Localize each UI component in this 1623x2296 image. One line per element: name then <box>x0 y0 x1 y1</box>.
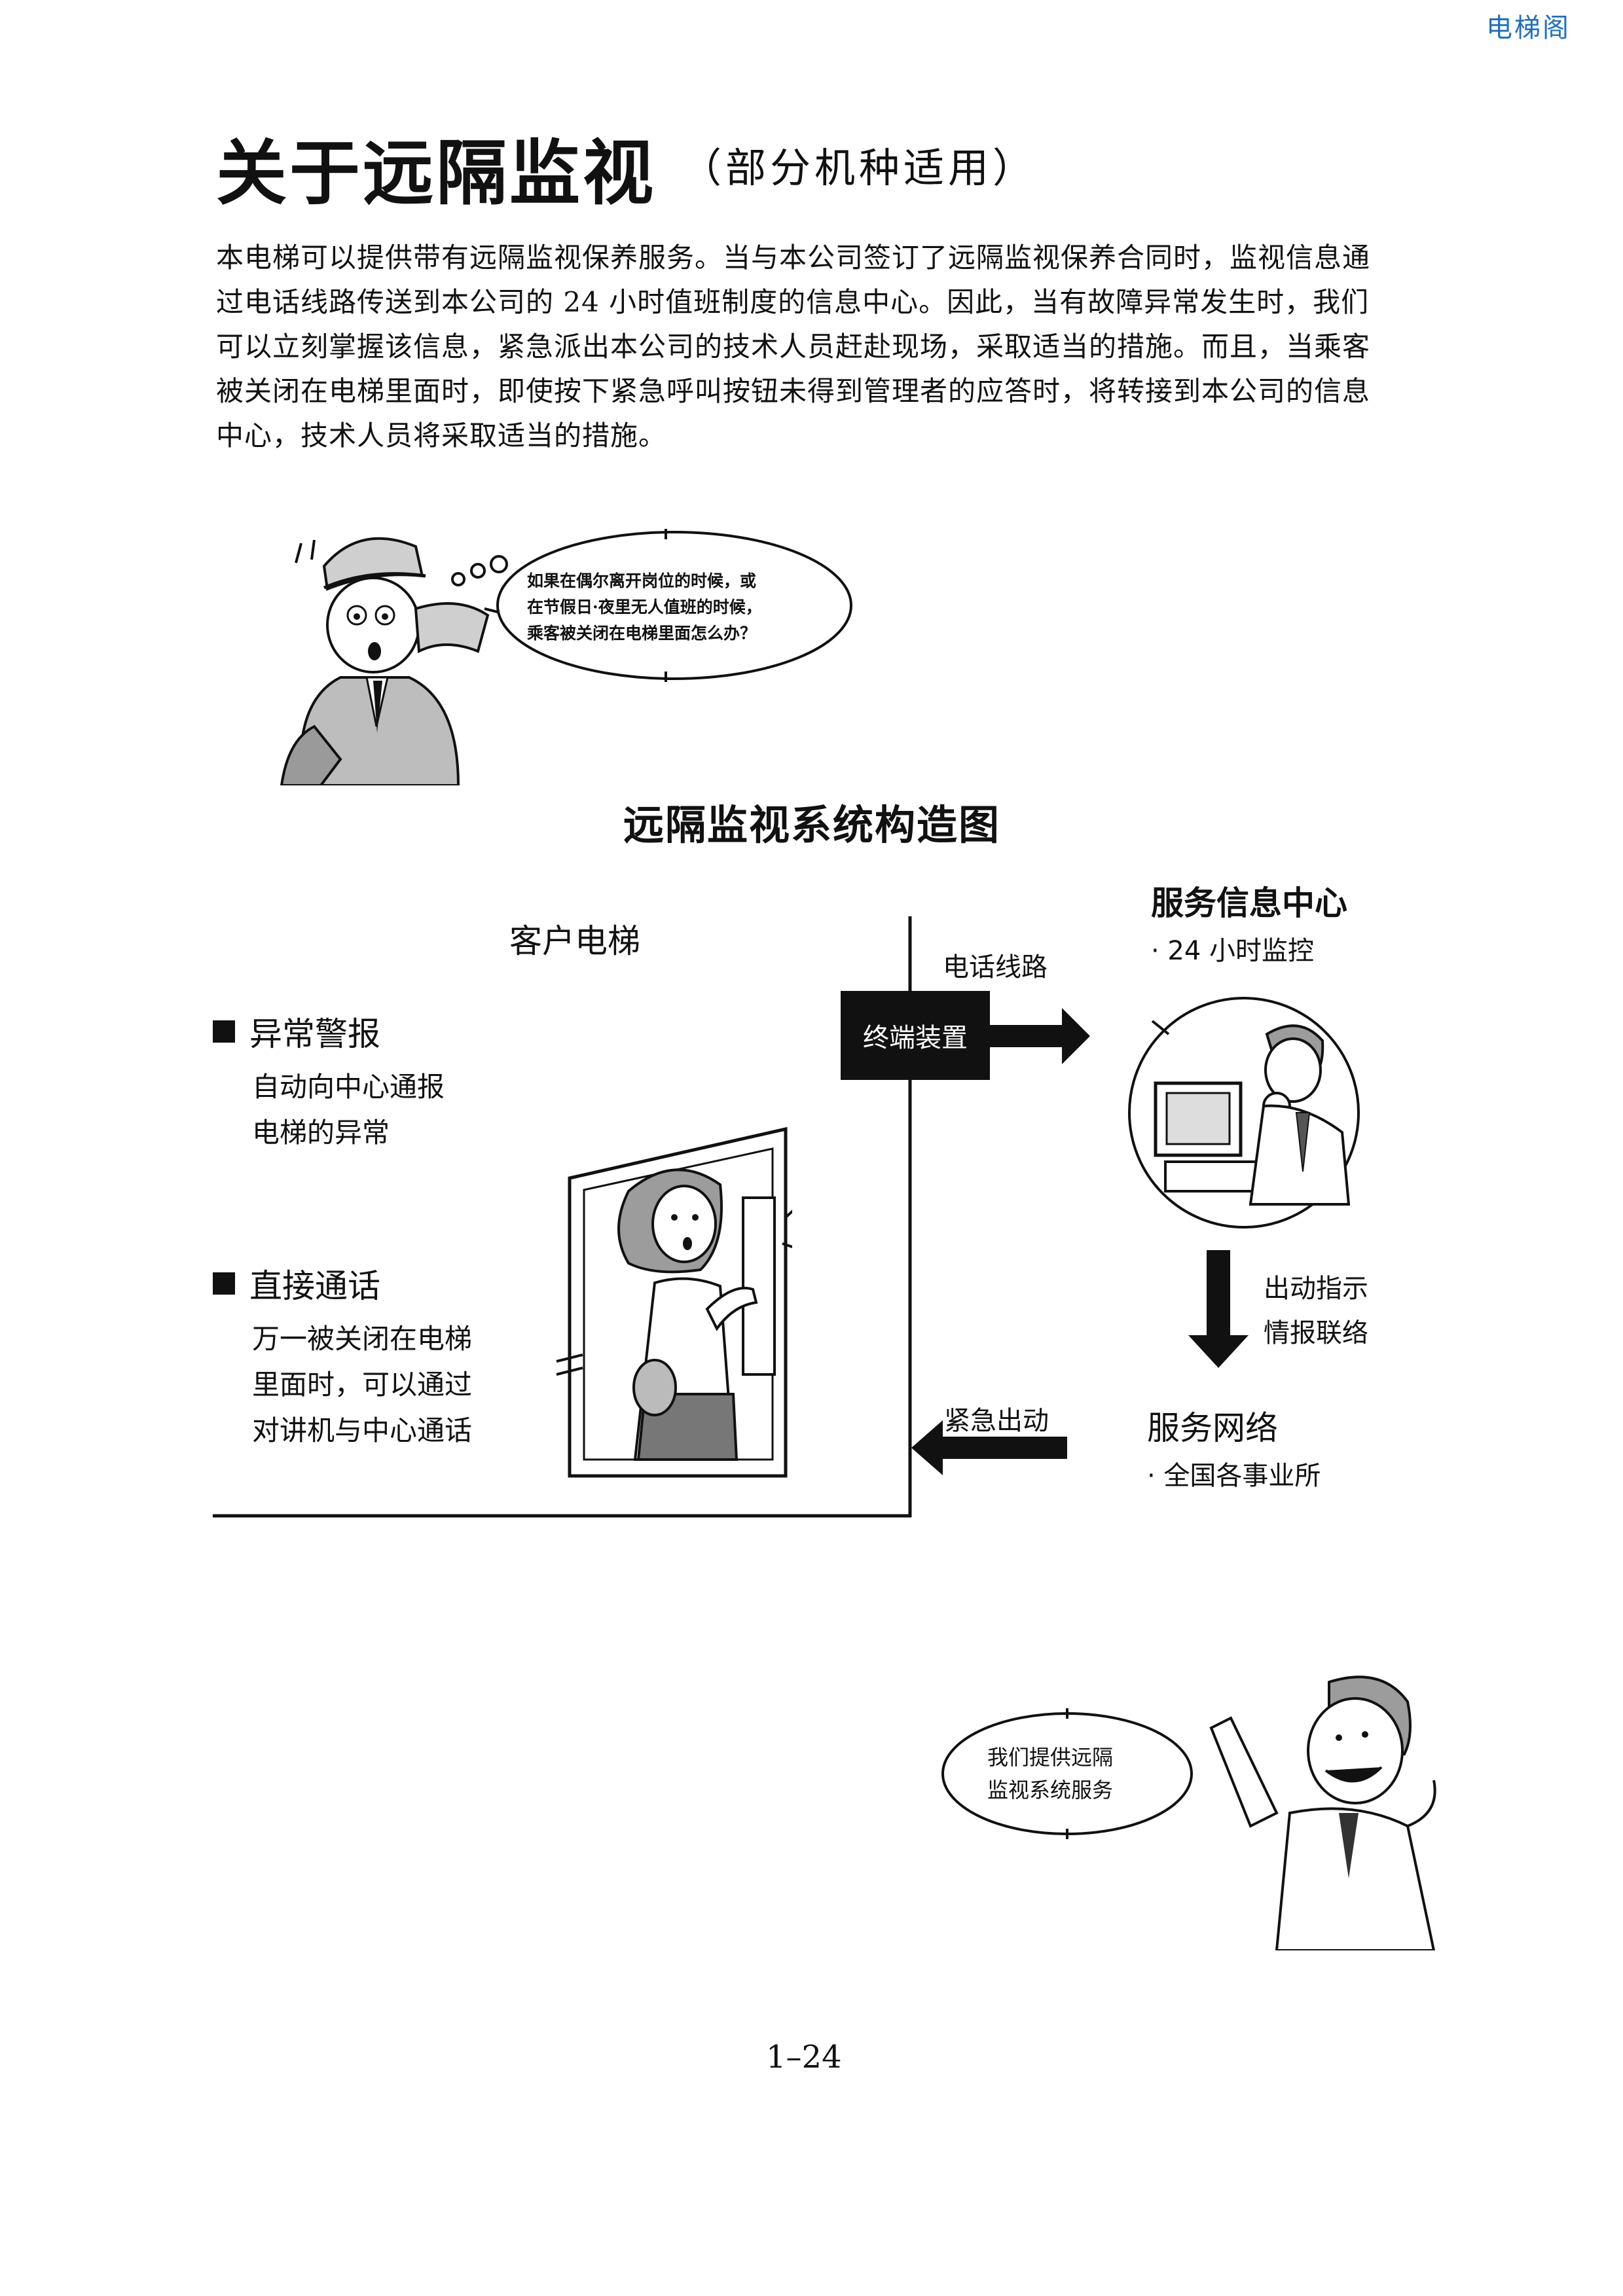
feature-line: 里面时，可以通过 <box>252 1369 473 1401</box>
diagram-title: 远隔监视系统构造图 <box>623 801 1001 849</box>
feature-direct-call: 直接通话 万一被关闭在电梯 里面时，可以通过 对讲机与中心通话 <box>213 1260 472 1454</box>
intro-line: 过电话线路传送到本公司的 24 小时值班制度的信息中心。因此，当有故障异常发生时… <box>216 286 1370 318</box>
arrow-down-icon <box>1207 1250 1230 1335</box>
bubble-line: 如果在偶尔离开岗位的时候，或 <box>527 571 757 590</box>
feature-title: 直接通话 <box>249 1267 380 1305</box>
emergency-dispatch-label: 紧急出动 <box>944 1406 1049 1436</box>
customer-elevator-label: 客户电梯 <box>509 922 640 960</box>
telephone-line-label: 电话线路 <box>943 952 1048 982</box>
terminal-device-box: 终端装置 <box>841 991 990 1080</box>
intro-line: 被关闭在电梯里面时，即使按下紧急呼叫按钮未得到管理者的应答时，将转接到本公司的信… <box>216 375 1371 407</box>
intro-line: 中心，技术人员将采取适当的措施。 <box>216 420 667 452</box>
dispatch-line: 情报联络 <box>1264 1318 1368 1348</box>
bottom-speech-bubble: 我们提供远隔 监视系统服务 <box>987 1741 1113 1806</box>
service-center-detail: · 24 小时监控 <box>1151 936 1315 966</box>
bubble-line: 我们提供远隔 <box>987 1745 1114 1770</box>
square-bullet-icon <box>213 1272 235 1295</box>
bubble-line: 监视系统服务 <box>987 1778 1114 1803</box>
guard-illustration <box>280 529 852 785</box>
page-title: 关于远隔监视 <box>216 132 657 215</box>
page-number: 1–24 <box>766 2039 842 2075</box>
top-speech-bubble: 如果在偶尔离开岗位的时候，或 在节假日·夜里无人值班的时候， 乘客被关闭在电梯里… <box>527 568 762 647</box>
feature-line: 对讲机与中心通话 <box>252 1414 473 1446</box>
bubble-line: 乘客被关闭在电梯里面怎么办？ <box>527 624 757 643</box>
feature-abnormal-alarm: 异常警报 自动向中心通报 电梯的异常 <box>213 1008 445 1156</box>
service-network-detail: · 全国各事业所 <box>1147 1461 1321 1491</box>
feature-line: 电梯的异常 <box>252 1117 390 1149</box>
page-subtitle: （部分机种适用） <box>681 144 1038 192</box>
bubble-line: 在节假日·夜里无人值班的时候， <box>527 598 762 617</box>
dispatch-line: 出动指示 <box>1264 1274 1368 1304</box>
intro-paragraph: 本电梯可以提供带有远隔监视保养服务。当与本公司签订了远隔监视保养合同时，监视信息… <box>216 236 1447 458</box>
terminal-device-label: 终端装置 <box>863 1023 968 1053</box>
service-center-title: 服务信息中心 <box>1151 884 1347 922</box>
square-bullet-icon <box>213 1020 235 1043</box>
elevator-door-mark <box>556 1354 583 1376</box>
presenter-illustration <box>941 1676 1436 1950</box>
intro-line: 可以立刻掌握该信息，紧急派出本公司的技术人员赶赴现场，采取适当的措施。而且，当乘… <box>216 331 1371 363</box>
dispatch-instruction: 出动指示 情报联络 <box>1264 1266 1368 1355</box>
watermark-logo: 电梯阁 <box>1486 13 1571 43</box>
arrow-right-icon <box>990 1025 1062 1047</box>
intro-line: 本电梯可以提供带有远隔监视保养服务。当与本公司签订了远隔监视保养合同时，监视信息… <box>216 242 1371 274</box>
feature-title: 异常警报 <box>249 1015 380 1053</box>
operator-illustration <box>1128 997 1360 1229</box>
service-network-title: 服务网络 <box>1147 1409 1278 1447</box>
feature-line: 万一被关闭在电梯 <box>252 1323 473 1355</box>
woman-in-elevator-illustration <box>568 1126 792 1478</box>
arrow-left-icon <box>943 1437 1067 1459</box>
feature-line: 自动向中心通报 <box>252 1071 445 1103</box>
